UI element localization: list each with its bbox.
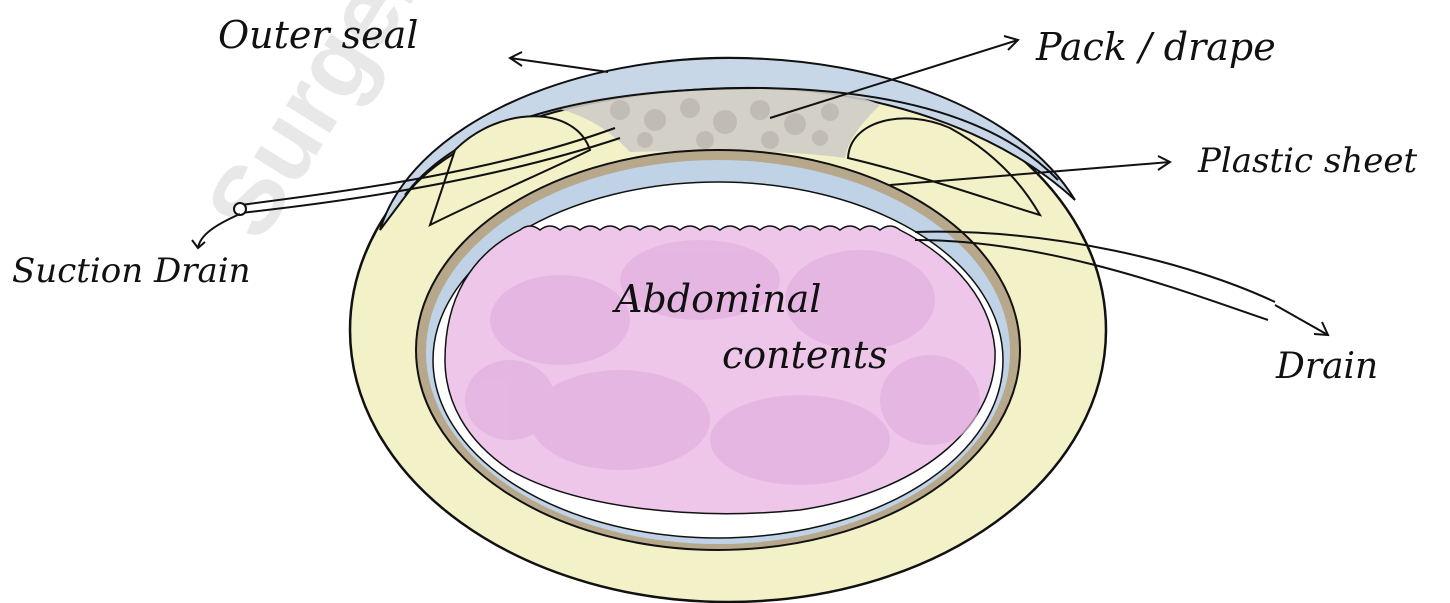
label-suction-drain: Suction Drain — [12, 251, 251, 291]
label-pack-drape: Pack / drape — [1035, 25, 1276, 69]
label-contents: contents — [722, 333, 888, 377]
label-abdominal: Abdominal — [612, 277, 821, 321]
label-outer-seal: Outer seal — [218, 13, 418, 57]
label-drain: Drain — [1275, 346, 1378, 387]
label-plastic-sheet: Plastic sheet — [1197, 141, 1417, 181]
